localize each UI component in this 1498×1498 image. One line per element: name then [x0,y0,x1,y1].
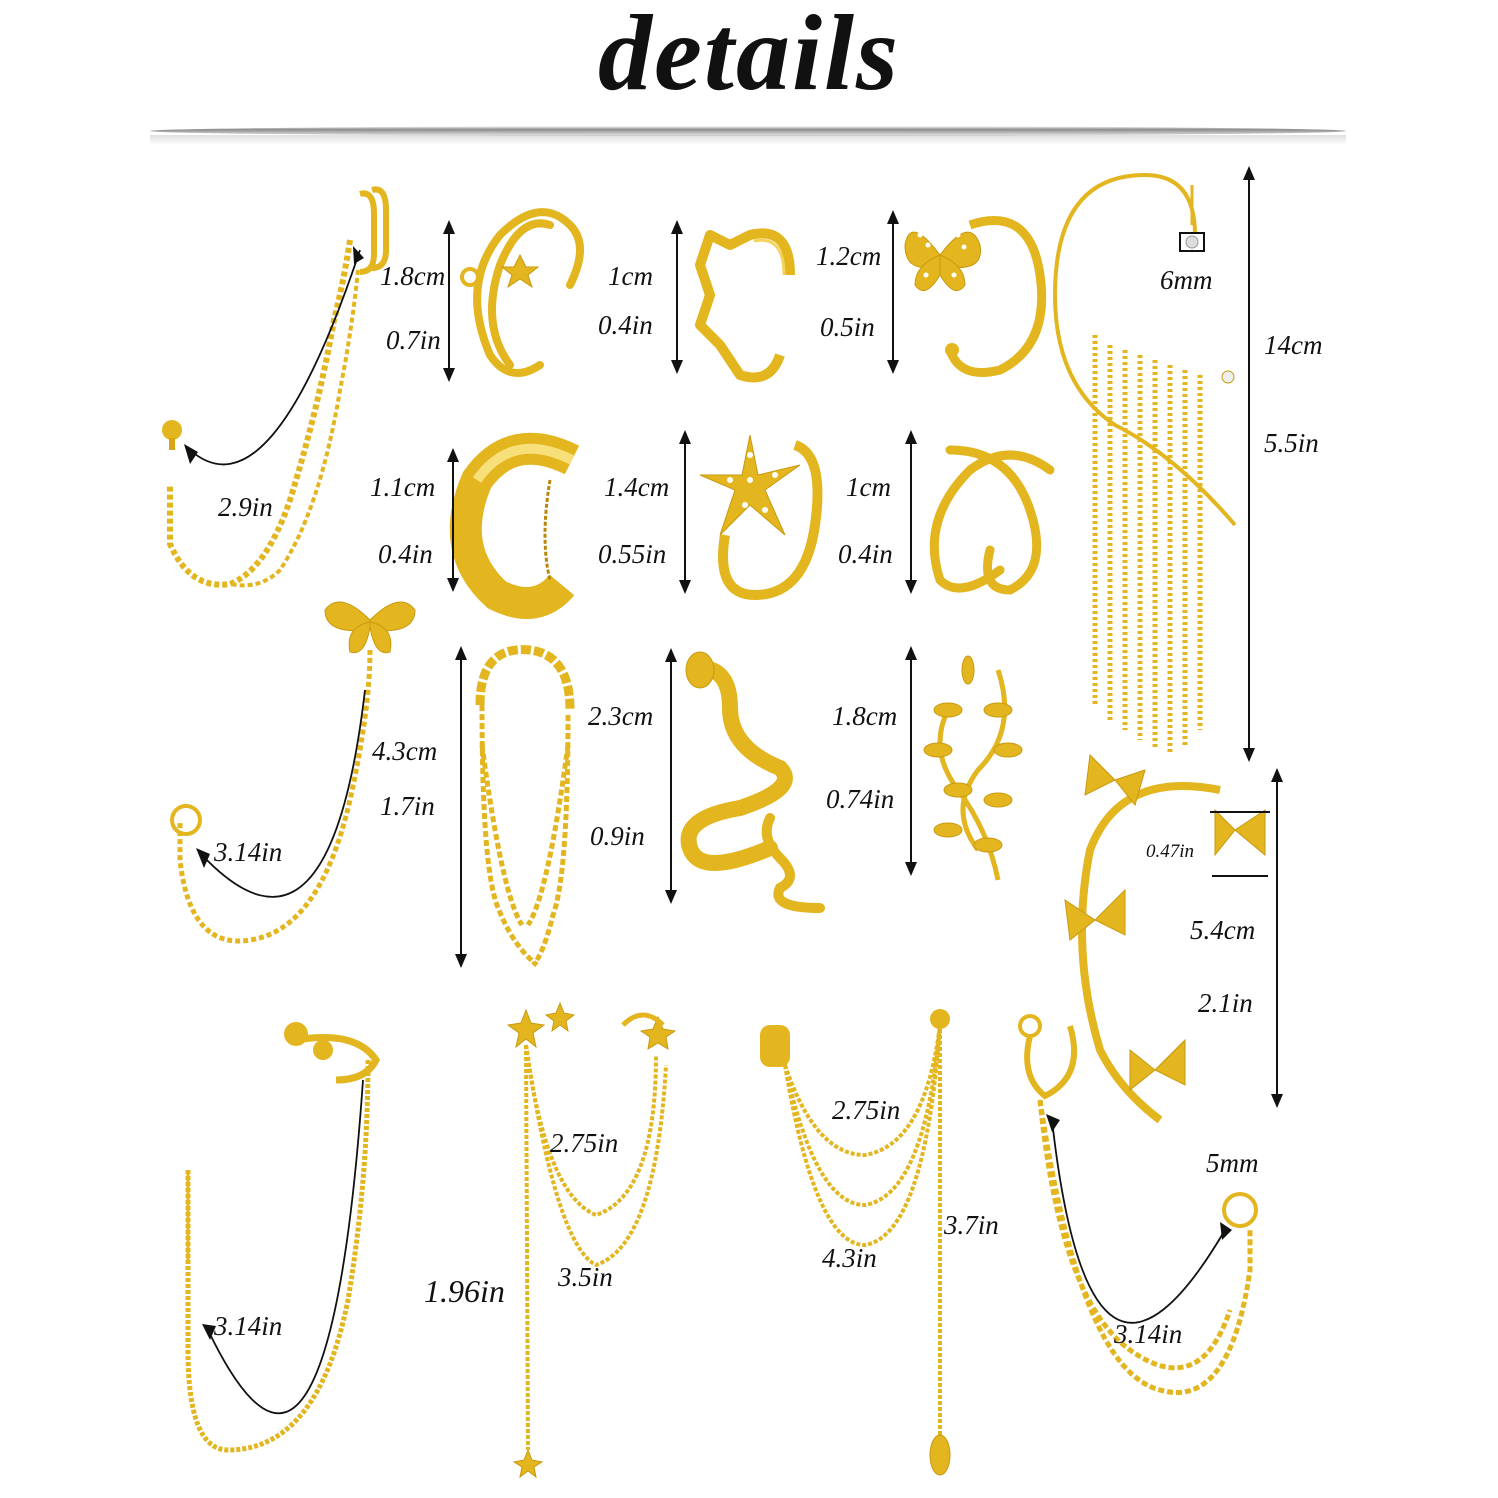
double-cuff-chain-image [150,180,390,595]
wide-band-cuff-height-in: 0.4in [378,539,433,569]
butterfly-chain-height-cm: 4.3cm [372,736,438,766]
wide-band-cuff-height-cm: 1.1cm [370,472,436,502]
title-divider [150,126,1346,145]
butterfly-size-top-line [1210,811,1270,813]
criss-cross-cuff-image [920,430,1060,610]
butterfly-climber-wing-size: 0.47in [1146,841,1195,862]
snake-cuff-image [670,648,860,918]
twisted-chain-cuff-image [460,645,590,975]
wave-cuff-image [680,215,810,383]
butterfly-chain-image [160,590,420,975]
star-crystal-cuff-image [460,205,590,385]
twisted-chain-cuff-height-cm: 2.3cm [588,701,654,731]
butterfly-climber-length-cm: 5.4cm [1190,915,1256,945]
star-double-chain-image [498,995,688,1480]
butterfly-cuff-stone-size: 6mm [1160,265,1213,295]
butterfly-chain-arrow [455,646,467,968]
snake-cuff-height-cm: 1.8cm [832,701,898,731]
butterfly-cuff-image [900,205,1050,385]
twisted-chain-cuff-height-in: 0.9in [590,821,645,851]
double-cuff-chain-length: 2.9in [218,492,273,522]
cuff-leaf-chain-image [755,1005,955,1495]
butterfly-chain-length: 3.14in [214,837,283,867]
butterfly-climber-arrow [1271,768,1283,1108]
tassel-climber-length-in: 5.5in [1264,428,1319,458]
butterfly-size-bottom-line [1212,875,1268,877]
double-cuff-chain-arrow [443,220,455,382]
double-cuff-chain-height-cm: 1.8cm [380,261,446,291]
star-crystal-cuff-arrow [671,220,683,374]
snake-cuff-arrow [905,646,917,876]
wave-cuff-height-in: 0.5in [820,312,875,342]
leaf-vine-cuff-image [918,650,1038,885]
star-crystal-cuff-height-cm: 1cm [608,261,653,291]
criss-cross-cuff-arrow [905,430,917,594]
star-crystal-cuff-height-in: 0.4in [598,310,653,340]
tassel-climber-length-cm: 14cm [1264,330,1323,360]
tassel-climber-image [1050,172,1250,770]
butterfly-climber-image [1040,750,1280,1135]
page-title: details [598,0,900,113]
double-cuff-chain-height-in: 0.7in [386,325,441,355]
star-double-chain-drop-length: 1.96in [424,1273,505,1309]
wide-band-cuff-arrow [447,448,459,592]
ball-cuff-threader-length: 3.14in [214,1311,283,1341]
butterfly-climber-length-in: 2.1in [1198,988,1253,1018]
wave-cuff-arrow [887,210,899,374]
wide-band-cuff-image [449,432,592,619]
crystal-stud-chain-stone-size: 5mm [1206,1148,1259,1178]
criss-cross-cuff-height-cm: 1cm [846,472,891,502]
cuff-leaf-chain-drop-length: 3.7in [944,1210,999,1240]
twisted-chain-cuff-arrow [665,648,677,904]
starburst-cuff-image [690,425,830,610]
starburst-cuff-height-cm: 1.4cm [604,472,670,502]
ball-cuff-threader-image [178,1020,398,1465]
star-double-chain-outer-length: 3.5in [558,1262,613,1292]
butterfly-chain-height-in: 1.7in [380,791,435,821]
cuff-leaf-chain-outer-length: 4.3in [822,1243,877,1273]
snake-cuff-height-in: 0.74in [826,784,895,814]
tassel-climber-arrow [1243,166,1255,762]
criss-cross-cuff-height-in: 0.4in [838,539,893,569]
starburst-cuff-arrow [679,430,691,594]
wave-cuff-height-cm: 1.2cm [816,241,882,271]
starburst-cuff-height-in: 0.55in [598,539,667,569]
cuff-leaf-chain-inner-length: 2.75in [832,1095,901,1125]
star-double-chain-inner-length: 2.75in [550,1128,619,1158]
crystal-stud-chain-length: 3.14in [1114,1319,1183,1349]
crystal-stud-chain-image [1010,1010,1280,1465]
